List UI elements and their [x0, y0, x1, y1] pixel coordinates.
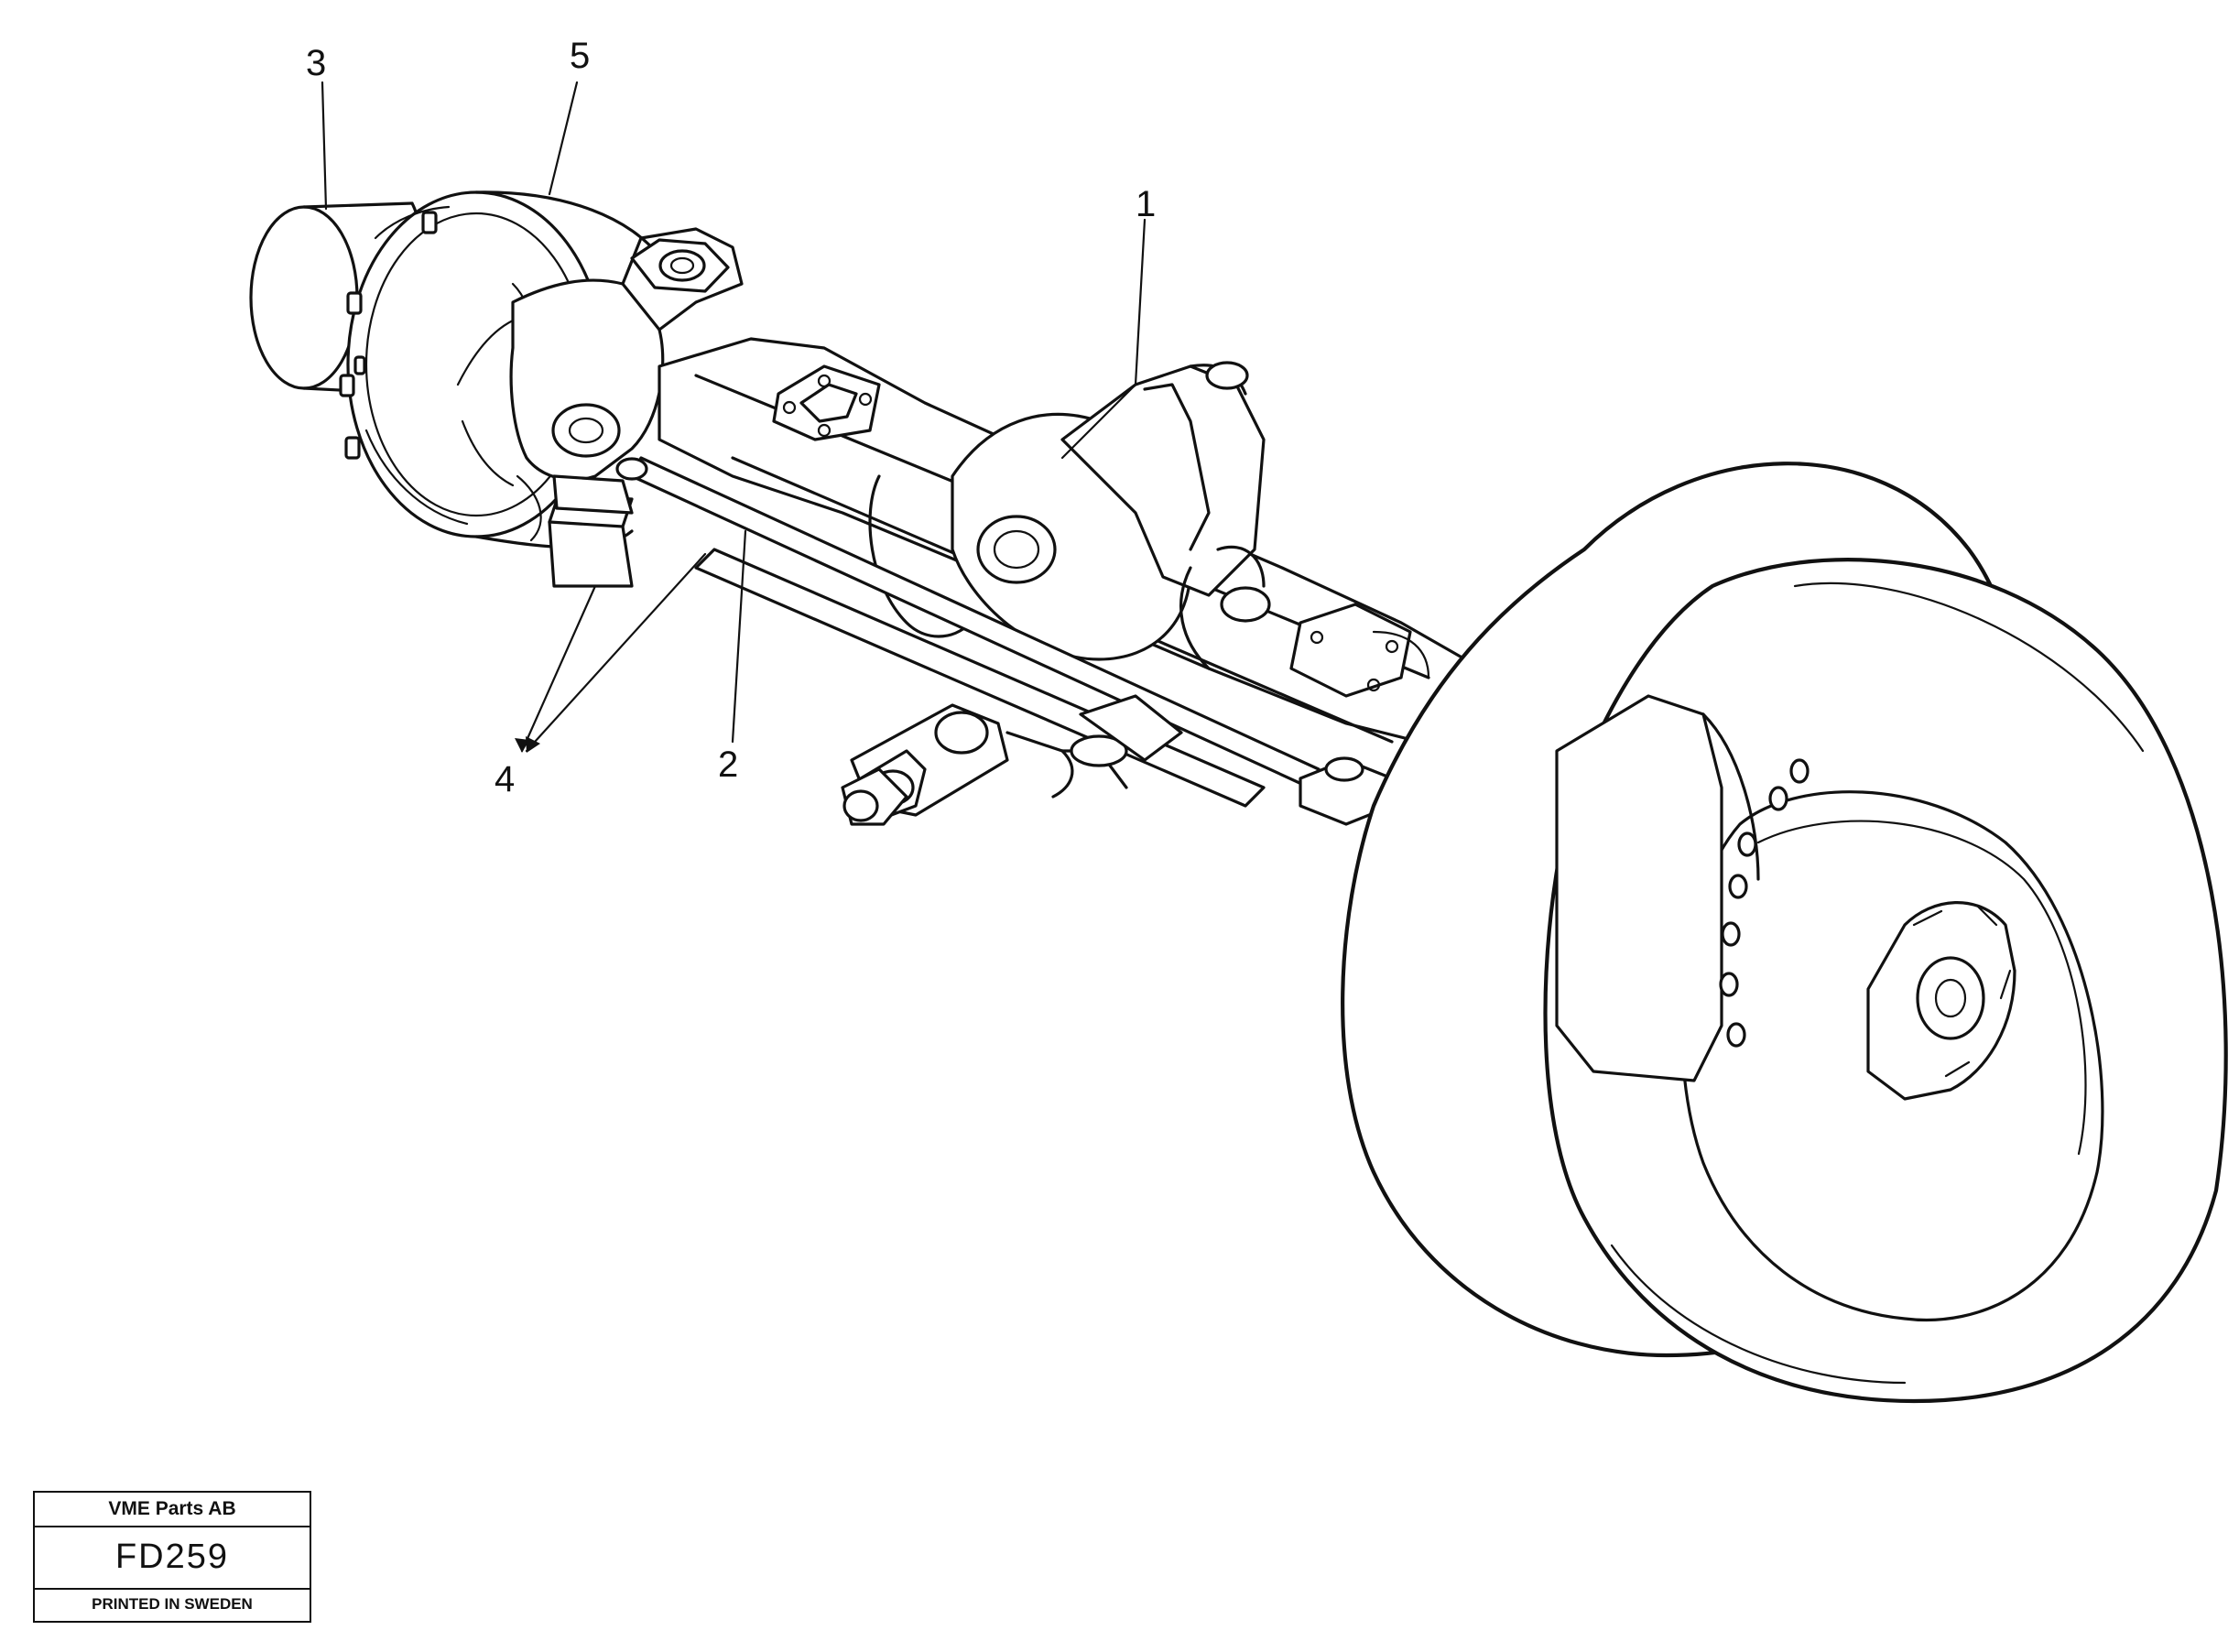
callout-4: 4	[495, 759, 515, 799]
leader-line-1	[1134, 218, 1147, 386]
left-hub-assembly	[249, 190, 661, 549]
leader-line-1b	[1060, 383, 1137, 460]
leader-line-4a	[520, 584, 597, 753]
axle-housing	[658, 337, 1485, 753]
callouts: 3 5 1 2 4	[306, 36, 1156, 799]
leader-line-5	[548, 81, 579, 196]
callout-2: 2	[718, 744, 738, 785]
wheel-nuts	[1719, 758, 1810, 1048]
title-block: VME Parts AB FD259 PRINTED IN SWEDEN	[33, 1491, 311, 1623]
callout-1: 1	[1136, 184, 1156, 224]
leader-line-4b	[525, 552, 707, 753]
left-steering-knuckle	[509, 227, 744, 588]
drawing-code: FD259	[35, 1526, 310, 1590]
company-name: VME Parts AB	[35, 1493, 310, 1527]
propeller-shaft	[841, 694, 1183, 826]
leader-line-2	[731, 529, 747, 744]
callout-5: 5	[570, 36, 590, 76]
printed-notice: PRINTED IN SWEDEN	[92, 1595, 253, 1613]
wheel-studs	[339, 211, 438, 460]
right-wheel-assembly	[1341, 462, 2228, 1404]
callout-3: 3	[306, 43, 326, 83]
leader-line-3	[321, 81, 328, 211]
